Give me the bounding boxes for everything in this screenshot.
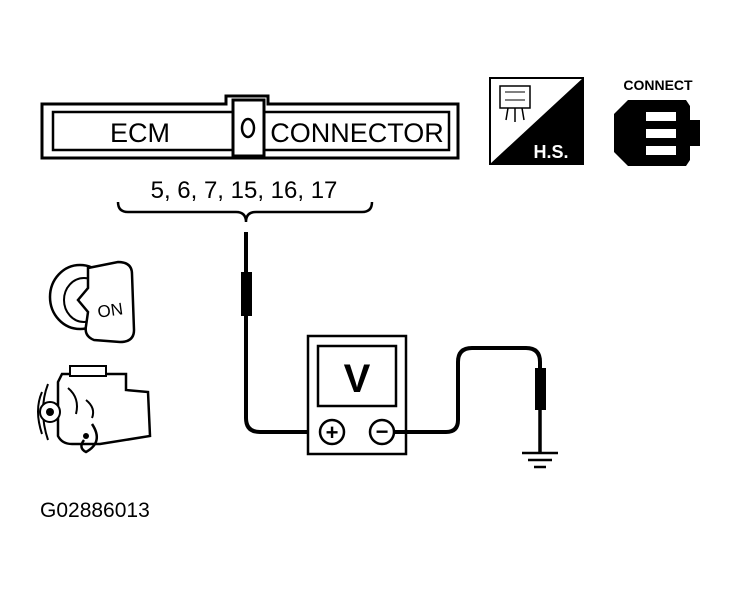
- engine-icon: [37, 365, 152, 454]
- figure-id: G02886013: [40, 499, 150, 522]
- connector-label: CONNECTOR: [270, 118, 444, 148]
- ecm-connector: ECM CONNECTOR: [40, 94, 460, 160]
- connector-pin-numbers: 5, 6, 7, 15, 16, 17: [151, 177, 338, 204]
- ignition-key-label: ON: [96, 299, 124, 321]
- voltmeter-display: V: [344, 357, 371, 401]
- connector-latch-icon: [240, 117, 256, 139]
- harness-side-connector-icon: H.S.: [489, 77, 584, 165]
- pin-brace: [116, 201, 374, 223]
- positive-test-lead: [241, 232, 318, 434]
- negative-test-lead: [394, 346, 546, 452]
- connect-connector-icon: CONNECT: [614, 77, 700, 166]
- negative-terminal-label: −: [376, 419, 389, 444]
- harness-side-label: H.S.: [533, 142, 568, 162]
- connect-label: CONNECT: [623, 77, 693, 93]
- ecm-label: ECM: [110, 118, 170, 148]
- positive-terminal-label: +: [326, 420, 339, 445]
- voltmeter-icon: V + −: [306, 334, 408, 456]
- positive-terminal: [318, 418, 346, 446]
- ignition-key-on-icon: ON: [48, 260, 136, 344]
- ground-symbol-icon: [522, 451, 558, 469]
